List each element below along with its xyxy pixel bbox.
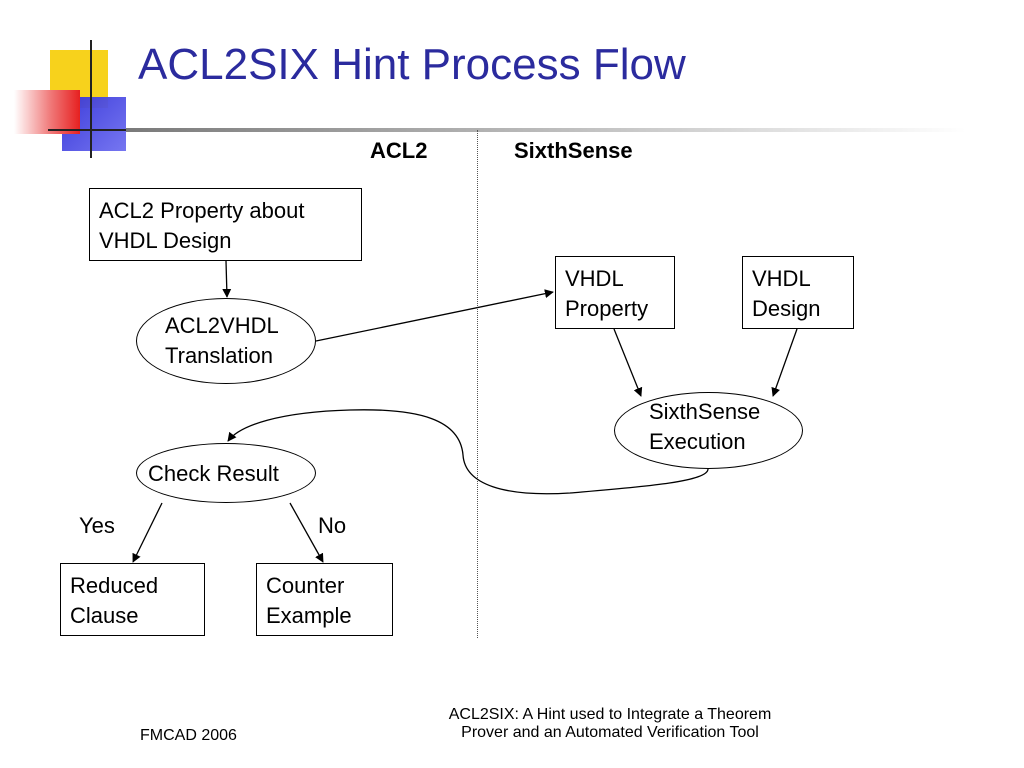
vhdl-design-box: VHDL Design bbox=[742, 256, 854, 329]
check-result-label: Check Result bbox=[148, 461, 279, 486]
sixthsense-execution-oval: SixthSense Execution bbox=[614, 392, 803, 469]
arrow-property-to-translation bbox=[222, 260, 232, 298]
slide-title: ACL2SIX Hint Process Flow bbox=[138, 40, 686, 89]
logo-vertical-line bbox=[90, 40, 92, 158]
arrow-execution-to-check-result bbox=[227, 409, 709, 495]
footer-right-line-1: ACL2SIX: A Hint used to Integrate a Theo… bbox=[448, 706, 772, 723]
vhdl-property-box: VHDL Property bbox=[555, 256, 675, 329]
vhdl-property-line-1: VHDL bbox=[565, 266, 624, 291]
sixthsense-execution-line-1: SixthSense bbox=[649, 399, 761, 424]
vhdl-design-line-2: Design bbox=[752, 296, 821, 321]
reduced-clause-line-1: Reduced bbox=[70, 573, 159, 598]
counter-example-line-1: Counter bbox=[266, 573, 345, 598]
arrow-check-result-to-counter-example bbox=[289, 502, 324, 563]
acl2-property-box: ACL2 Property about VHDL Design bbox=[89, 188, 362, 261]
counter-example-box: Counter Example bbox=[256, 563, 393, 636]
arrow-check-result-to-reduced-clause bbox=[132, 502, 163, 563]
logo-red-square bbox=[14, 90, 80, 134]
column-heading-acl2: ACL2 bbox=[370, 138, 428, 163]
arrow-vhdl-property-to-execution bbox=[613, 328, 643, 397]
edge-label-no: No bbox=[318, 513, 347, 538]
sixthsense-execution-line-2: Execution bbox=[649, 429, 746, 454]
title-underline bbox=[126, 128, 966, 132]
reduced-clause-box: Reduced Clause bbox=[60, 563, 205, 636]
acl2vhdl-translation-line-1: ACL2VHDL bbox=[165, 313, 279, 338]
acl2vhdl-translation-line-2: Translation bbox=[165, 343, 274, 368]
column-heading-sixthsense: SixthSense bbox=[514, 138, 633, 163]
acl2-property-line-1: ACL2 Property about bbox=[99, 198, 305, 223]
counter-example-line-2: Example bbox=[266, 603, 352, 628]
arrow-translation-to-vhdl-property bbox=[315, 289, 554, 342]
column-divider bbox=[477, 130, 478, 638]
reduced-clause-line-2: Clause bbox=[70, 603, 139, 628]
arrow-vhdl-design-to-execution bbox=[771, 328, 798, 397]
edge-label-yes: Yes bbox=[79, 513, 115, 538]
acl2vhdl-translation-oval: ACL2VHDL Translation bbox=[136, 298, 316, 384]
vhdl-property-line-2: Property bbox=[565, 296, 649, 321]
footer-right-line-2: Prover and an Automated Verification Too… bbox=[461, 724, 759, 741]
acl2-property-line-2: VHDL Design bbox=[99, 228, 232, 253]
footer-left: FMCAD 2006 bbox=[140, 727, 237, 744]
footer-right: ACL2SIX: A Hint used to Integrate a Theo… bbox=[400, 706, 820, 742]
check-result-oval: Check Result bbox=[136, 443, 316, 503]
vhdl-design-line-1: VHDL bbox=[752, 266, 811, 291]
logo-horizontal-line bbox=[48, 129, 130, 131]
